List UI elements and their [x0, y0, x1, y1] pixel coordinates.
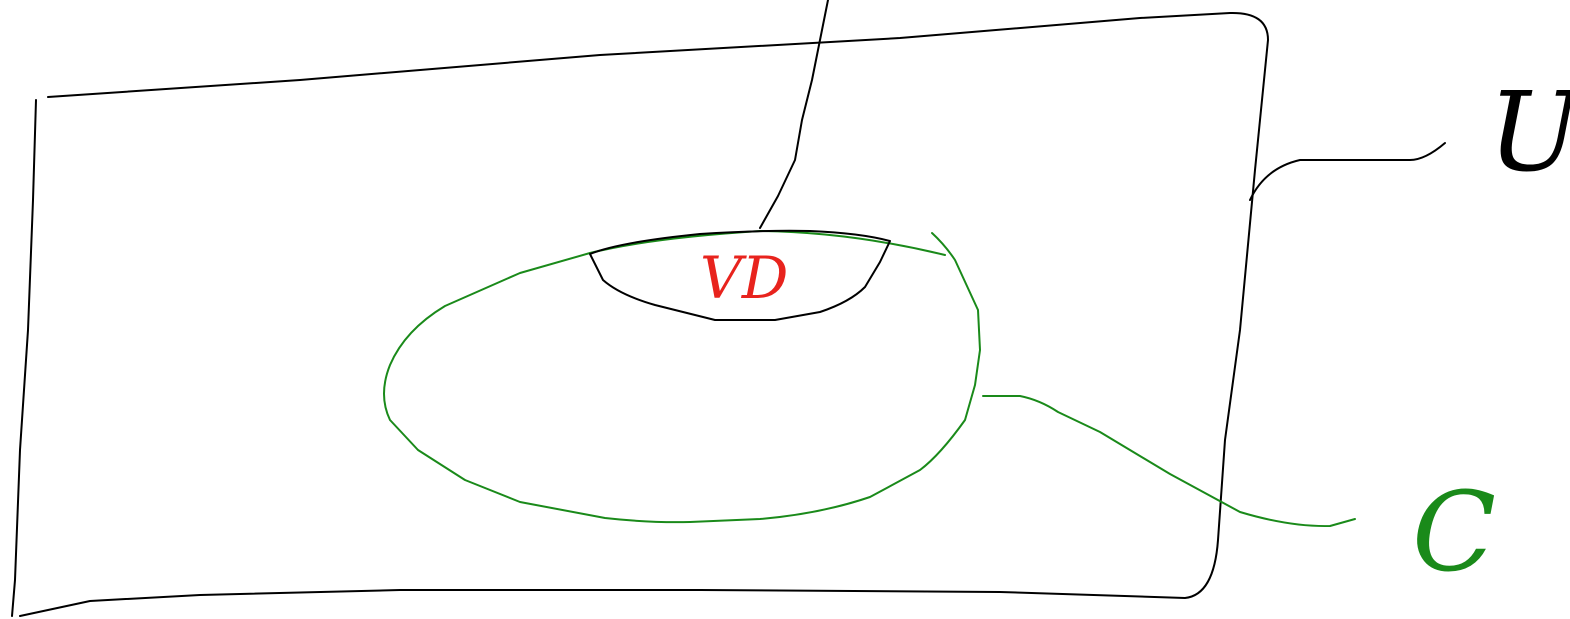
- subset-leader-line: [760, 0, 828, 228]
- universe-rectangle: [20, 13, 1268, 616]
- universe-left-edge: [12, 100, 36, 616]
- set-c-ellipse: [384, 233, 980, 522]
- set-c-leader-line: [983, 396, 1355, 526]
- universe-leader-line: [1250, 143, 1445, 200]
- set-c-label: C: [1412, 468, 1496, 596]
- universe-label: U: [1488, 68, 1570, 196]
- subset-label: VD: [700, 244, 788, 312]
